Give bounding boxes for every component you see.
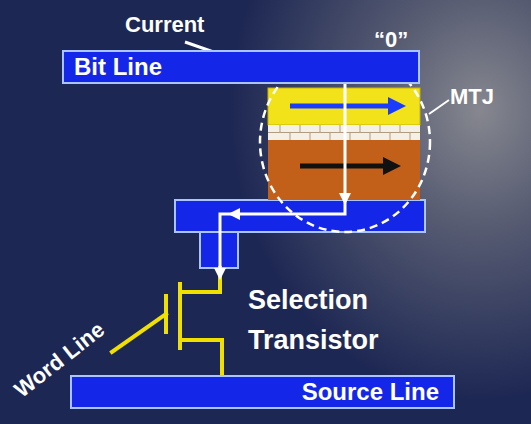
label-text: Selection Transistor xyxy=(248,280,448,360)
pinned-layer-magnetization-arrow xyxy=(300,164,385,169)
pinned-layer-arrowhead xyxy=(383,157,401,175)
free-layer-magnetization-arrow xyxy=(290,104,390,109)
line-name: Source Line xyxy=(302,378,439,406)
label-text: Current xyxy=(125,12,204,38)
line-bar: Source Line xyxy=(70,375,455,409)
line-bar: Bit Line xyxy=(62,50,420,84)
free-layer-arrowhead xyxy=(388,97,406,115)
label-text: “0” xyxy=(374,27,408,53)
label-text: MTJ xyxy=(450,84,494,110)
bottom-electrode xyxy=(175,200,425,232)
mtj-leader-line xyxy=(429,100,449,114)
selection-transistor-symbol xyxy=(112,268,222,376)
line-name: Bit Line xyxy=(74,53,162,81)
